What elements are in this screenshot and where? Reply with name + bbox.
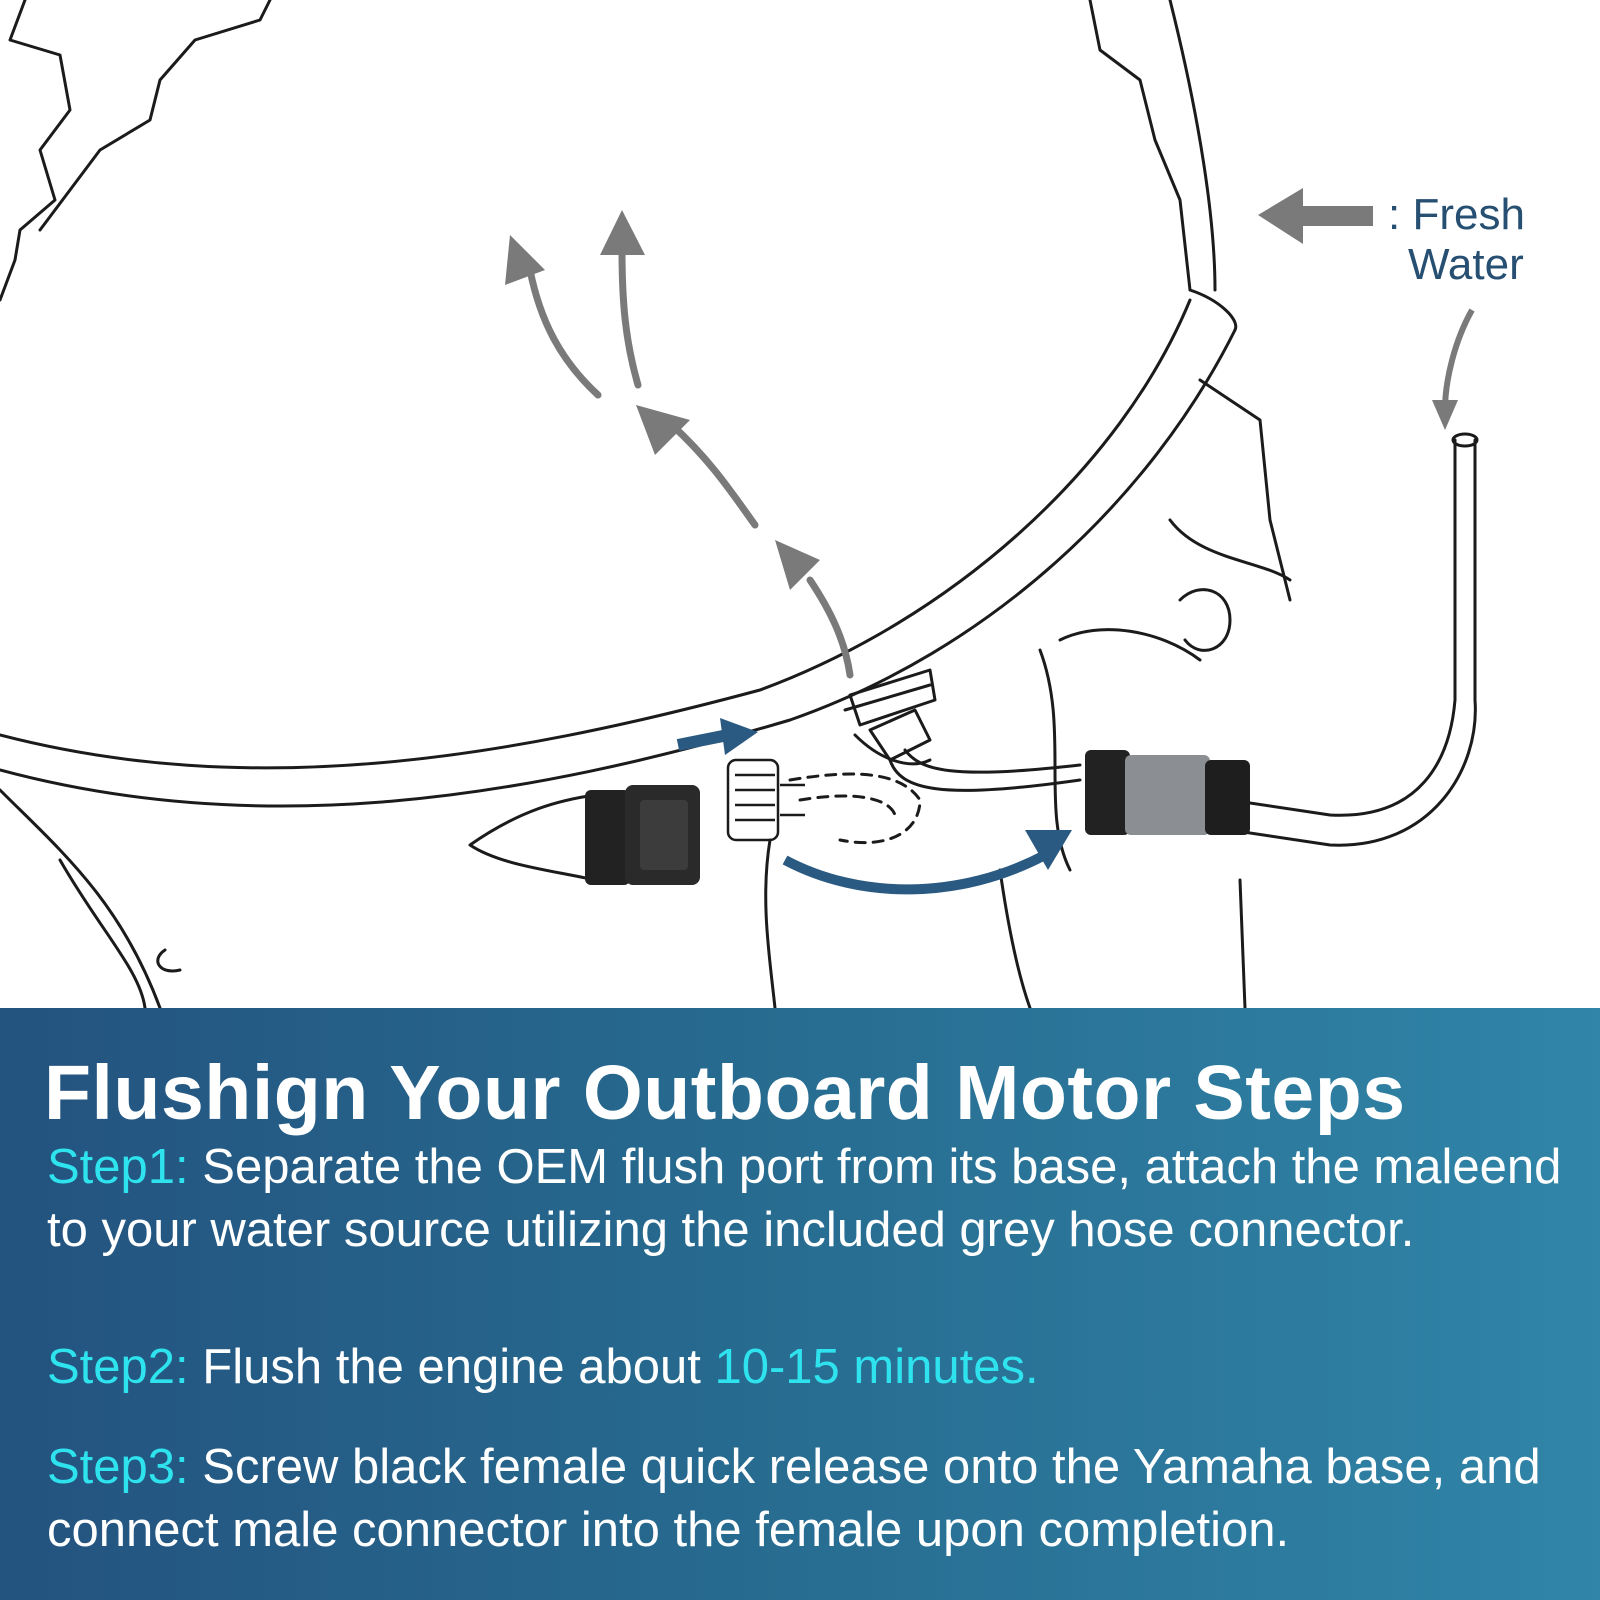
cowling-outline — [0, 0, 72, 302]
blue-flow-arrows — [676, 718, 1072, 895]
step-1-label: Step1: — [47, 1140, 189, 1194]
step-1-text: Separate the OEM flush port from its bas… — [47, 1140, 1562, 1257]
step-2-text: Flush the engine about — [188, 1340, 715, 1394]
flush-port-base — [848, 668, 937, 727]
clear-hose — [888, 748, 1082, 792]
step-3-text: Screw black female quick release onto th… — [47, 1440, 1541, 1557]
legend-label-line2: Water — [1408, 240, 1524, 289]
step-2-duration: 10-15 minutes. — [714, 1340, 1039, 1394]
instructions-panel: Flushign Your Outboard Motor Steps Step1… — [0, 1008, 1600, 1600]
female-quick-release — [585, 785, 700, 885]
left-arrow-icon — [1258, 188, 1373, 244]
step-2-label: Step2: — [47, 1340, 189, 1394]
legend-label-line1: : Fresh — [1388, 190, 1525, 239]
grey-hose-connector — [1085, 750, 1250, 835]
step-1: Step1: Separate the OEM flush port from … — [47, 1136, 1577, 1262]
step-2: Step2: Flush the engine about 10-15 minu… — [47, 1336, 1577, 1399]
legend-label: : Fresh Water — [1388, 190, 1525, 290]
motor-line-drawing — [0, 0, 1479, 1010]
fresh-water-legend: : Fresh Water — [1258, 188, 1558, 290]
cowling-rim — [0, 298, 1192, 770]
outboard-motor-illustration: : Fresh Water — [0, 0, 1558, 1010]
fresh-water-inlet-arrow — [1432, 308, 1475, 430]
exhaust-flow-arrows — [526, 246, 854, 679]
step-3: Step3: Screw black female quick release … — [47, 1436, 1577, 1562]
panel-title: Flushign Your Outboard Motor Steps — [44, 1050, 1406, 1136]
male-connector-sketch — [726, 758, 805, 842]
bullet-nose — [468, 793, 597, 882]
exhaust-arrow-heads — [505, 210, 820, 590]
step-3-label: Step3: — [47, 1440, 189, 1494]
